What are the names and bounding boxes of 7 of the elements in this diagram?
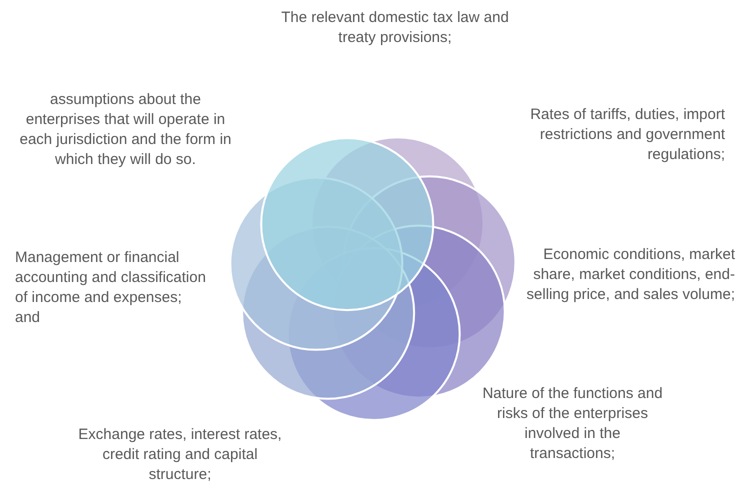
caption-text: Management or financial accounting and classification of income and expenses; and [15, 248, 207, 328]
caption-text: Exchange rates, interest rates, credit rating and capital structure; [77, 425, 283, 485]
caption-text: assumptions about the enterprises that will operate in each jurisdiction and the form in which they will do so. [18, 90, 232, 170]
caption-text: Nature of the functions and risks of the enterprises involved in the transactions; [481, 384, 664, 464]
caption-text: Rates of tariffs, duties, import restrictions and government regulations; [529, 105, 725, 165]
caption-text: Economic conditions, market share, market conditions, end-selling price, and sales volume; [526, 245, 735, 305]
caption-text: The relevant domestic tax law and treaty provisions; [280, 8, 510, 48]
